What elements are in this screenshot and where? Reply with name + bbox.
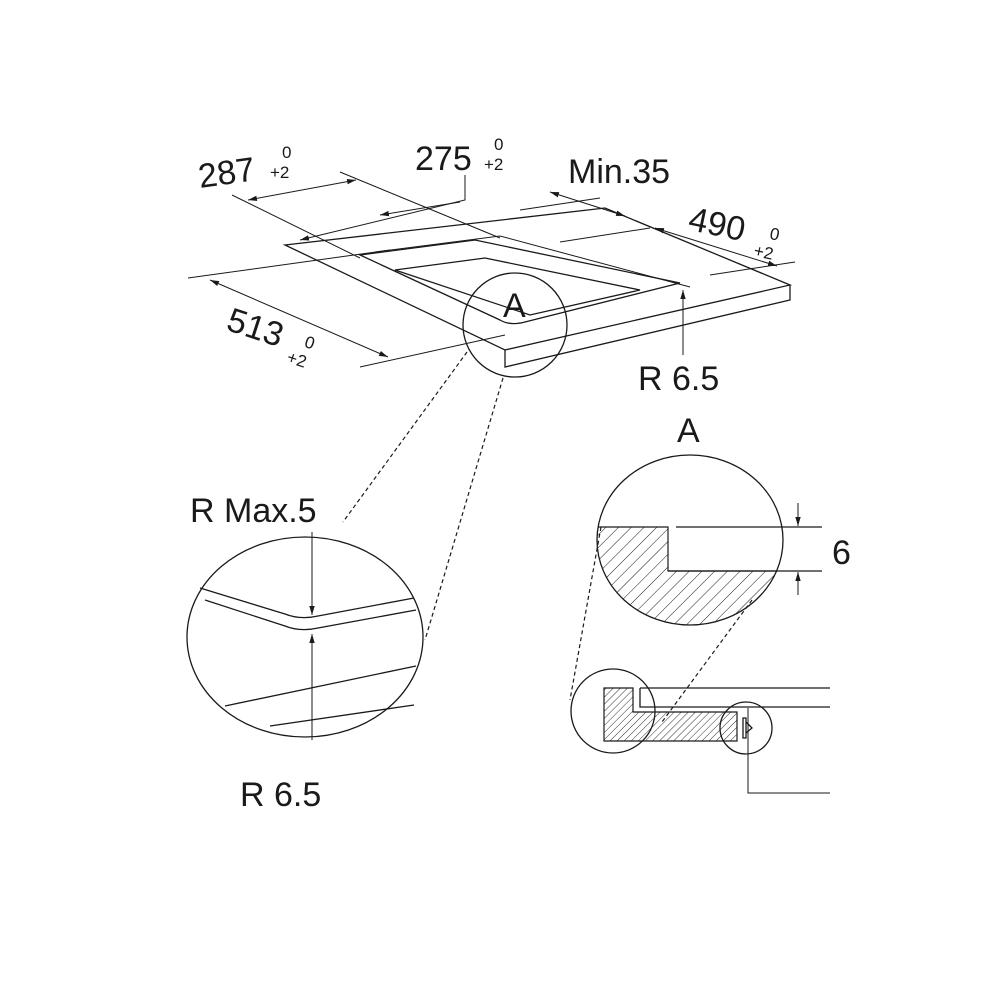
detail-radius-ellipse <box>186 532 424 740</box>
svg-text:0: 0 <box>494 135 503 154</box>
dim-287-arrow <box>247 178 357 202</box>
detail-a-marker-label: A <box>503 287 526 325</box>
dim-275-label: 275 0 +2 <box>415 135 503 178</box>
svg-text:490: 490 <box>685 200 748 249</box>
dim-490-label: 490 0 +2 <box>685 200 781 264</box>
dim-513-arrow <box>209 279 389 358</box>
svg-text:+2: +2 <box>752 241 775 264</box>
svg-text:287: 287 <box>196 150 257 196</box>
dim-513-label: 513 0 +2 <box>222 301 317 372</box>
dimension-lines <box>187 171 796 368</box>
seal-detail-circle <box>719 701 773 755</box>
svg-text:275: 275 <box>415 140 472 178</box>
leader-dashed <box>424 377 504 641</box>
r65-detail-label: R 6.5 <box>240 776 321 814</box>
svg-text:0: 0 <box>282 143 291 162</box>
cutout-outline <box>357 239 681 325</box>
svg-text:0: 0 <box>302 332 317 353</box>
depth-label: 6 <box>832 534 851 572</box>
recess-outline <box>394 257 641 316</box>
section-overview <box>569 526 830 794</box>
detail-a-title: A <box>677 412 700 450</box>
r65-top-label: R 6.5 <box>638 360 719 398</box>
detail-circle <box>570 668 656 754</box>
dim-275-arrow <box>379 201 461 217</box>
svg-text:+2: +2 <box>484 155 503 174</box>
dim-min35-arrow <box>549 191 626 217</box>
svg-text:+2: +2 <box>270 163 289 182</box>
r-max-label: R Max.5 <box>190 492 317 530</box>
leader-dashed <box>342 351 468 523</box>
svg-text:0: 0 <box>768 224 781 245</box>
worktop-front-face <box>504 285 791 368</box>
dim-min35-label: Min.35 <box>568 153 670 191</box>
detail-a-marker-circle <box>462 272 568 378</box>
detail-a-section <box>596 454 822 626</box>
worktop-isometric <box>282 207 793 368</box>
dim-490-arrow <box>654 227 778 267</box>
dim-287-label: 287 0 +2 <box>196 143 292 196</box>
